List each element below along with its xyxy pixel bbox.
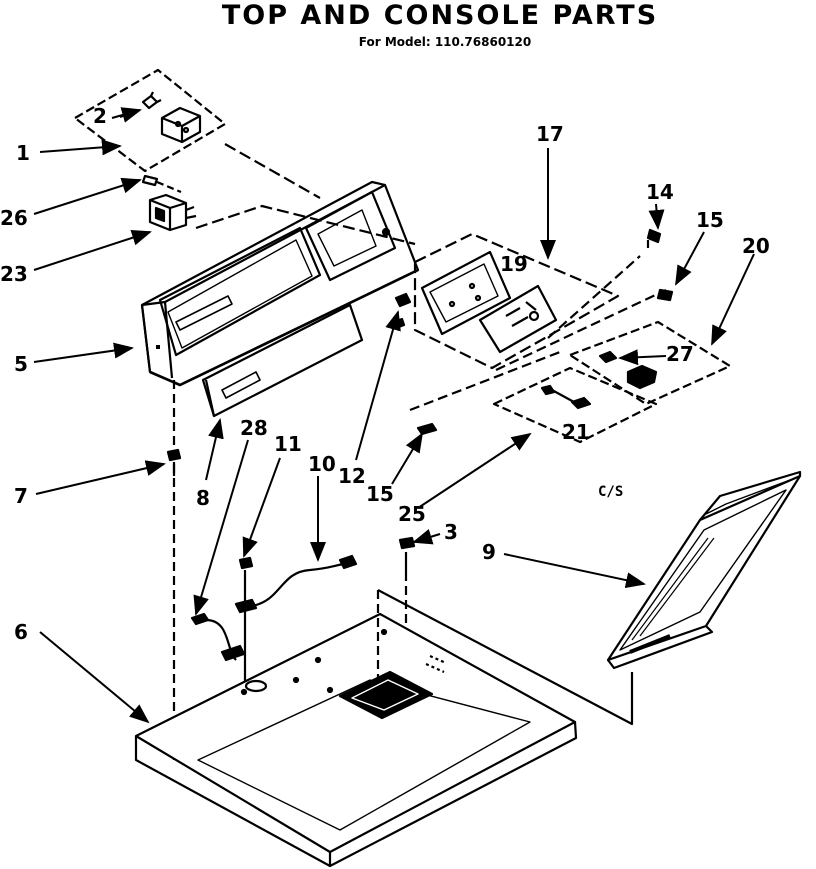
part-console-5 [140,180,420,387]
callout-27: 27 [666,342,694,366]
page-title: TOP AND CONSOLE PARTS [221,0,659,31]
callout-10: 10 [308,452,336,476]
part-clip-12 [392,292,412,330]
model-subtitle: For Model: 110.76860120 [358,35,532,49]
callout-3: 3 [444,520,458,544]
callout-8: 8 [196,486,210,510]
part-switch-23 [148,193,197,232]
part-screw-26 [141,174,182,194]
callout-20: 20 [742,234,770,258]
callout-11: 11 [274,432,302,456]
part-screw-3 [398,536,416,572]
callout-17: 17 [536,122,564,146]
callout-arrows [33,107,755,724]
callout-5: 5 [14,352,28,376]
part-door-9 [606,470,802,670]
callout-21: 21 [562,420,590,444]
callout-15-upper: 15 [696,208,724,232]
part-control-17 [413,232,620,370]
note-cs: C/S [598,484,624,500]
part-top-6 [134,612,578,868]
callout-15-lower: 15 [366,482,394,506]
part-trim-8 [201,303,364,418]
callout-23: 23 [0,262,28,286]
callout-26: 26 [0,206,28,230]
part-harness-28 [190,612,246,662]
callout-25: 25 [398,502,426,526]
callout-12: 12 [338,464,366,488]
part-screw-15-lower [416,422,438,436]
part-screw-14 [646,228,662,248]
callout-1: 1 [16,141,30,165]
part-wire-11 [234,556,258,690]
part-wire-10 [251,554,358,608]
callout-28: 28 [240,416,268,440]
callout-2: 2 [93,104,107,128]
part-packet-21 [492,366,658,444]
callout-6: 6 [14,620,28,644]
part-packet-20 [568,320,732,406]
callout-9: 9 [482,540,496,564]
callout-19: 19 [500,252,528,276]
callout-7: 7 [14,484,28,508]
callout-14: 14 [646,180,674,204]
